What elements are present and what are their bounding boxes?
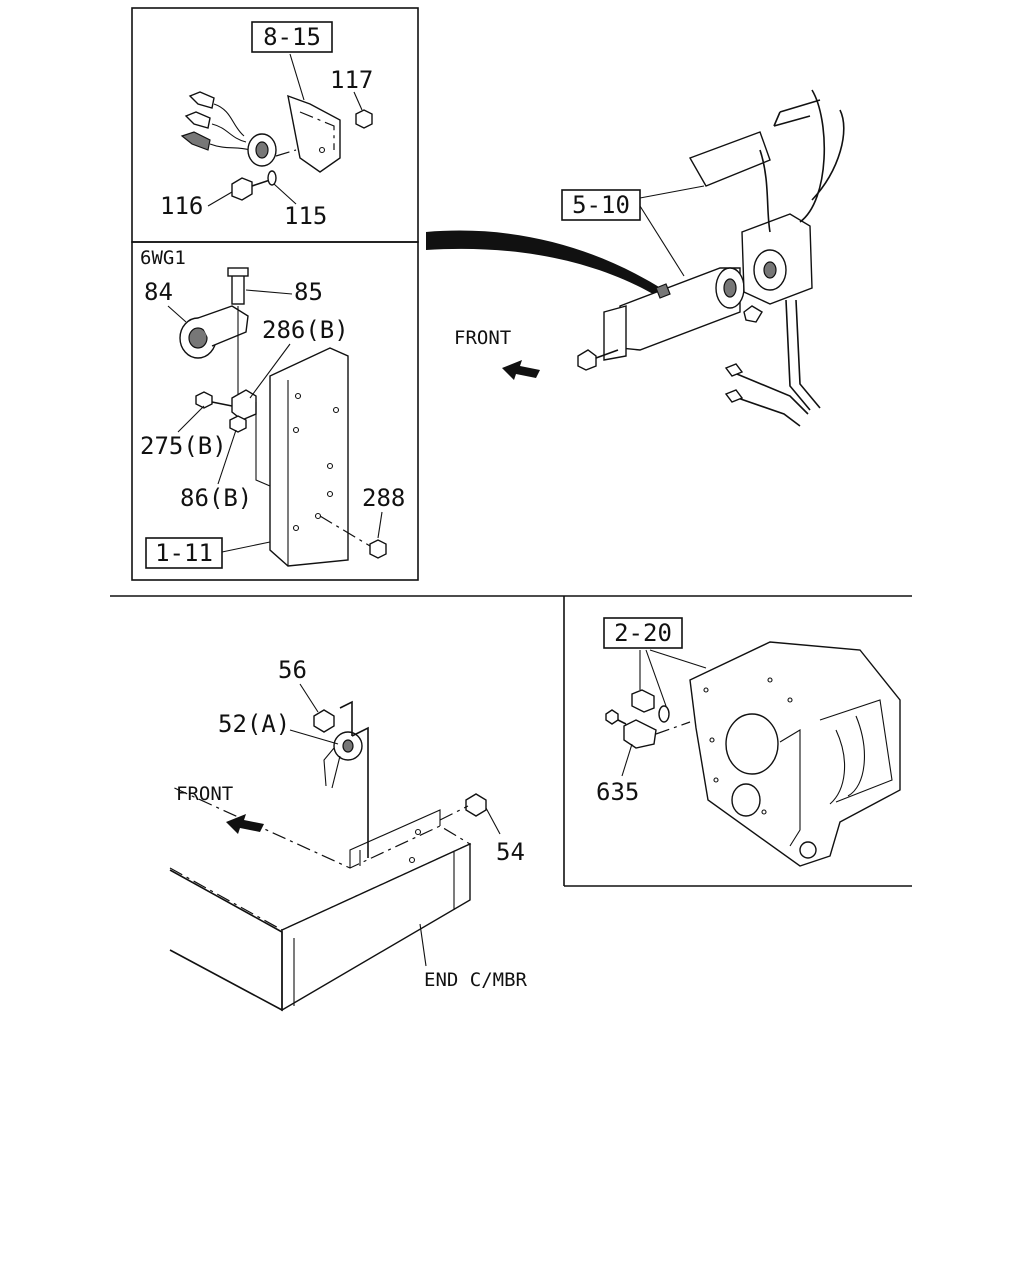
ref-box-5-10-label: 5-10 [572, 191, 630, 219]
washer[interactable] [658, 705, 670, 723]
bolt-54[interactable] [465, 793, 487, 817]
nut-117[interactable] [355, 109, 373, 129]
ref-box-1-11-label: 1-11 [155, 539, 213, 567]
callout-54: 54 [496, 838, 525, 866]
flywheel-housing [689, 641, 901, 867]
callout-84: 84 [144, 278, 173, 306]
panel-bottom-right: 2-20 635 [596, 617, 901, 867]
bolt-116[interactable] [231, 177, 253, 201]
callout-635: 635 [596, 778, 639, 806]
view-top-right: FRONT 5-10 [426, 89, 845, 427]
front-label-bottom: FRONT [176, 783, 233, 805]
variant-label: 6WG1 [140, 247, 186, 269]
connector-2 [184, 111, 211, 129]
nut-56[interactable] [313, 709, 335, 733]
sensor-635[interactable] [623, 719, 657, 749]
washer-115[interactable] [267, 170, 277, 186]
front-arrow-top [502, 360, 540, 380]
callout-275b: 275(B) [140, 432, 227, 460]
callout-56: 56 [278, 656, 307, 684]
callout-117: 117 [330, 66, 373, 94]
panel-top-left: 8-15 117 116 115 [131, 7, 419, 243]
callout-52a: 52(A) [218, 710, 290, 738]
support-plate [269, 347, 349, 567]
ref-box-1-11[interactable] [145, 537, 223, 569]
front-label-top: FRONT [454, 327, 511, 349]
ref-box-8-15[interactable] [251, 21, 333, 53]
sensor-bracket [287, 94, 341, 173]
callout-288: 288 [362, 484, 405, 512]
bolt-85[interactable] [231, 271, 245, 305]
ref-box-8-15-label: 8-15 [263, 23, 321, 51]
nut-288[interactable] [369, 539, 387, 559]
panel-middle-left: 6WG1 84 85 286(B) 275(B) 86(B) [131, 241, 419, 581]
callout-286b: 286(B) [262, 316, 349, 344]
front-arrow-bottom [226, 814, 264, 834]
callout-115: 115 [284, 202, 327, 230]
view-bottom-left: 56 52(A) FRONT 54 END C/MBR [169, 656, 528, 1012]
bolt-275b[interactable] [195, 391, 213, 409]
sensor-clip [655, 283, 671, 299]
callout-116: 116 [160, 192, 203, 220]
connector-1 [188, 91, 215, 109]
ref-box-2-20[interactable] [603, 617, 683, 649]
ref-box-5-10[interactable] [561, 189, 641, 221]
ref-box-2-20-label: 2-20 [614, 619, 672, 647]
drain-plug[interactable] [631, 689, 655, 713]
connector-3 [180, 131, 211, 151]
pointer-arrow [426, 230, 664, 298]
callout-86b: 86(B) [180, 484, 252, 512]
panel-middle-left-frame [131, 241, 419, 581]
end-cross-member-label: END C/MBR [424, 969, 528, 991]
callout-85: 85 [294, 278, 323, 306]
nut-86b[interactable] [229, 415, 247, 433]
